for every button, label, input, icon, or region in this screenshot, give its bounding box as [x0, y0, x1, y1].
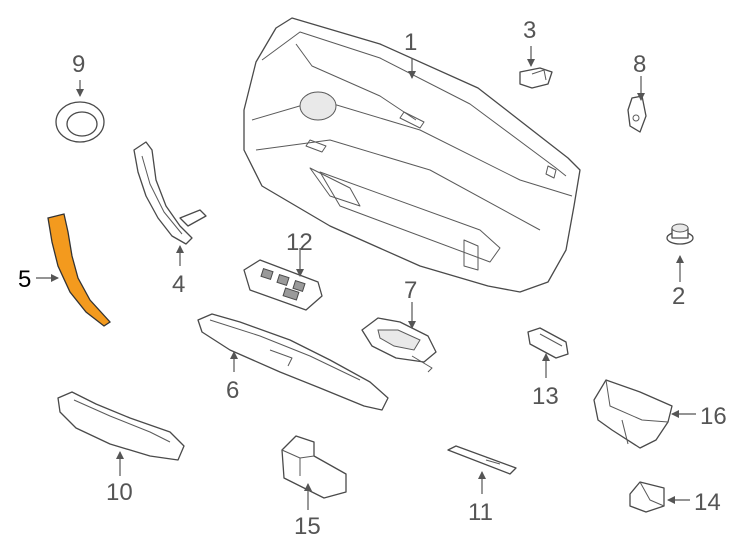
callout-10: 10	[106, 479, 133, 506]
callout-9: 9	[72, 51, 85, 78]
door-trim-panel[interactable]	[243, 17, 581, 293]
trim-strip-highlighted[interactable]	[47, 213, 111, 327]
callout-13: 13	[532, 383, 559, 410]
callout-2: 2	[672, 283, 685, 310]
callout-12: 12	[286, 229, 313, 256]
armrest-lower[interactable]	[197, 313, 389, 411]
end-cap[interactable]	[629, 481, 665, 513]
mounting-block[interactable]	[281, 435, 347, 499]
bracket-13[interactable]	[527, 327, 569, 359]
bracket-housing[interactable]	[593, 379, 673, 449]
callout-7: 7	[404, 277, 417, 304]
callout-16: 16	[700, 403, 727, 430]
window-switch[interactable]	[243, 259, 323, 311]
callout-11: 11	[468, 499, 493, 526]
leader-lines	[36, 46, 696, 510]
callout-14: 14	[694, 489, 721, 516]
callout-6: 6	[226, 377, 239, 404]
callout-labels: 1 2 3 4 5 6 7 8 9 10 11 12 13 14 15 16	[18, 17, 727, 536]
flat-strip[interactable]	[447, 445, 517, 475]
fastener-clip[interactable]	[666, 223, 694, 245]
callout-8: 8	[633, 51, 646, 78]
callout-15: 15	[294, 513, 321, 536]
handle-bezel[interactable]	[361, 317, 437, 373]
lower-trim-piece[interactable]	[57, 391, 185, 461]
callout-1: 1	[404, 29, 417, 56]
callout-3: 3	[523, 17, 536, 44]
callout-5: 5	[18, 266, 31, 293]
callout-4: 4	[172, 271, 185, 298]
bracket-3[interactable]	[519, 67, 553, 89]
speaker-ring[interactable]	[55, 101, 105, 143]
bracket-8[interactable]	[627, 95, 647, 133]
door-pull-grip[interactable]	[133, 141, 207, 245]
